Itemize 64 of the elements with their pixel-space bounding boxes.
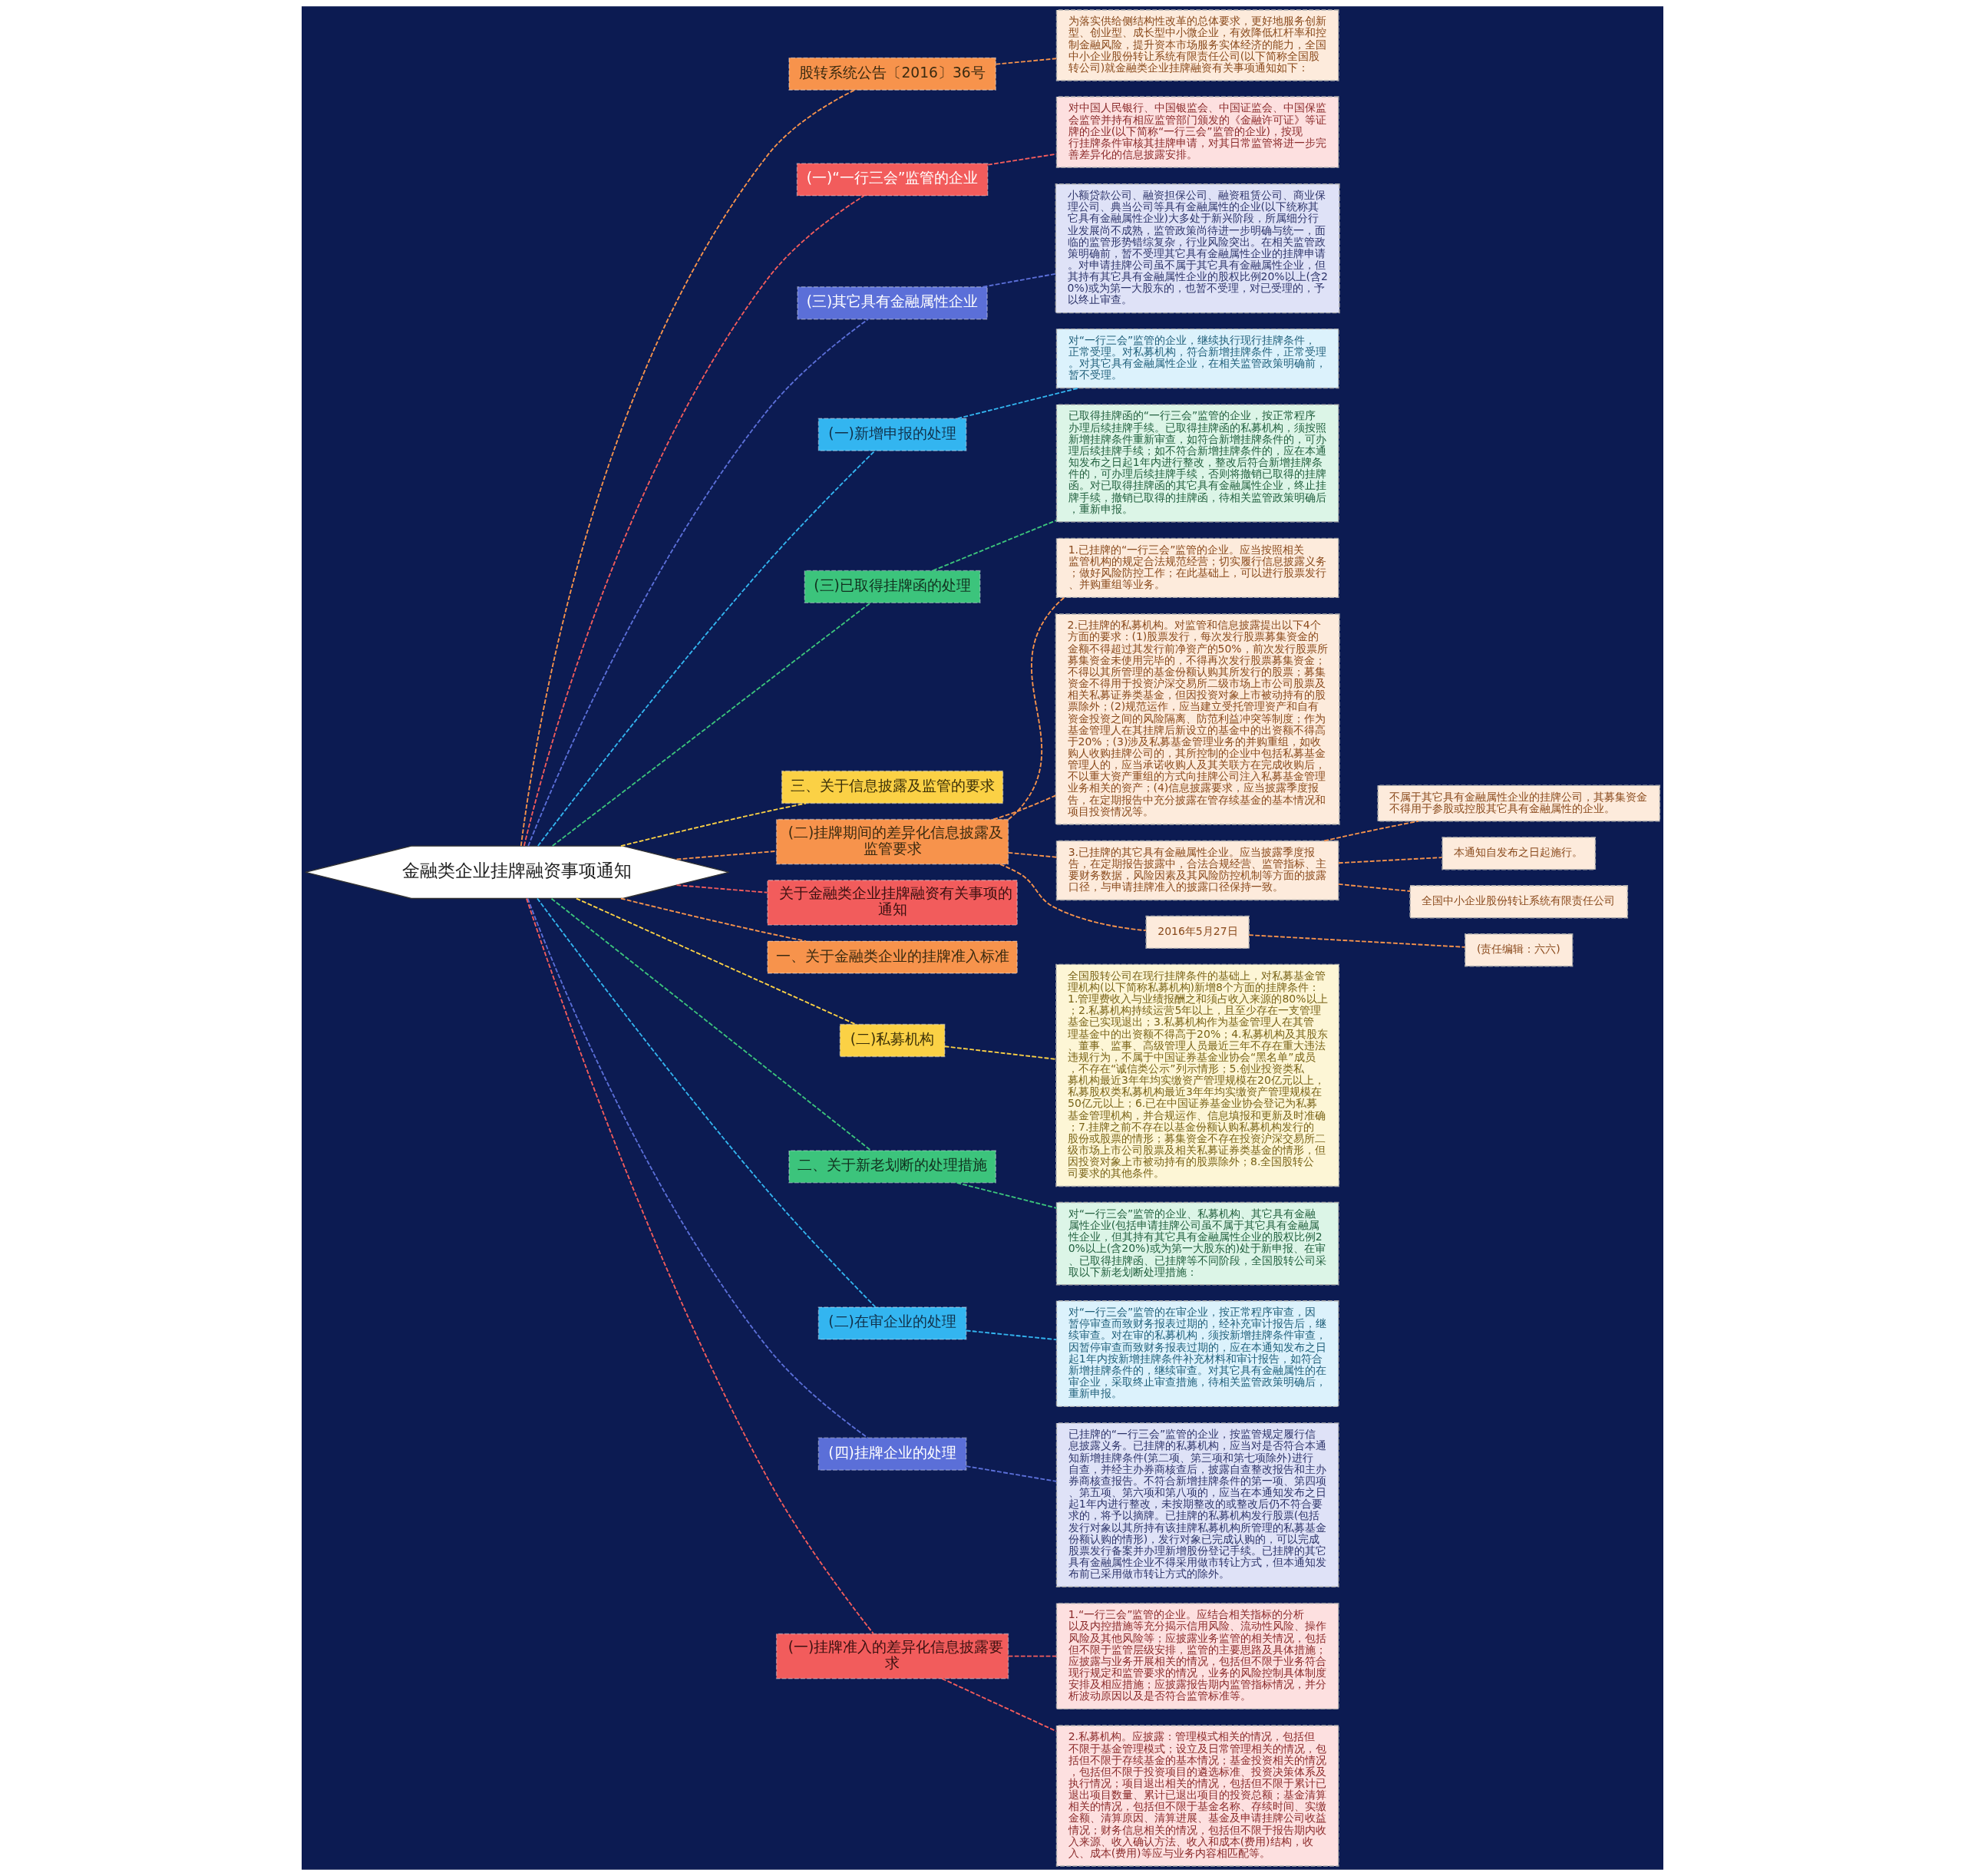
node-box: 对“一行三会”监管的企业、私募机构、其它具有金融属性企业(包括申请挂牌公司虽不属于其它具有金融属性企业，但其持有其它具有金融属性企业的股权比例20%以上(含20%)或为第一大股东的)处于新申报、在审、已取得挂牌函、已挂牌等不同阶段，全国股转公司采取以下新老划断处理措施：: [1055, 1201, 1339, 1286]
node-box: 全国中小企业股份转让系统有限责任公司: [1409, 885, 1629, 919]
connector: [527, 318, 870, 847]
node-box: 股转系统公告〔2016〕36号: [788, 57, 996, 91]
connector: [1337, 883, 1411, 892]
connector: [965, 1465, 1058, 1482]
connector: [932, 520, 1058, 572]
connector: [537, 897, 877, 1308]
node-box: 对中国人民银行、中国银监会、中国证监会、中国保监会监管并持有相应监管部门颁发的《金融许可证》等证牌的企业(以下简称“一行三会”监管的企业)，按现行挂牌条件审核其挂牌申请，对其日常监管将进一步完善差异化的信息披露安排。: [1055, 96, 1339, 168]
node-box: 对“一行三会”监管的在审企业，按正常程序审查，因暂停审查而致财务报表过期的，经补充审计报告后，继续审查。对在审的私募机构，须按新增挂牌条件审查，因暂停审查而致财务报表过期的，应在本通知发布之日起1年内按新增挂牌条件补充材料和审计报告，如符合新增挂牌条件的，继续审查。对其它具有金融属性的在审企业，采取终止审查措施，待相关监管政策明确后，重新申报。: [1055, 1300, 1339, 1408]
connector: [943, 1045, 1057, 1060]
connector: [956, 1181, 1058, 1209]
node-box: (二)在审企业的处理: [817, 1306, 967, 1340]
connector: [575, 897, 857, 1026]
node-box: 3.已挂牌的其它具有金融属性企业。应当披露季度报告，在定期报告披露中，合法合规经营、监管指标、主要财务数据，风险因素及其风险防控机制等方面的披露口径，与申请挂牌准入的披露口径保持一致。: [1055, 840, 1339, 901]
node-box: (二)挂牌期间的差异化信息披露及监管要求: [775, 818, 1009, 865]
connector: [1248, 934, 1466, 948]
connector: [537, 450, 876, 847]
node-box: 不属于其它具有金融属性企业的挂牌公司，其募集资金不得用于参股或控股其它具有金融属性的企业。: [1377, 784, 1661, 822]
connector: [527, 897, 869, 1438]
node-box: (一)“一行三会”监管的企业: [796, 163, 989, 197]
connector: [526, 897, 874, 1635]
node-box: 为落实供给侧结构性改革的总体要求，更好地服务创新型、创业型、成长型中小微企业，有效降低杠杆率和控制金融风险，提升资本市场服务实体经济的能力，全国中小企业股份转让系统有限责任公司(以下简称全国股转公司)就金融类企业挂牌融资有关事项通知如下：: [1055, 9, 1339, 81]
connector: [1007, 1655, 1058, 1657]
node-box: (一)新增申报的处理: [817, 418, 967, 451]
node-box: 关于金融类企业挂牌融资有关事项的通知: [767, 880, 1018, 926]
node-box: (二)私募机构: [839, 1023, 946, 1058]
node-box: 一、关于金融类企业的挂牌准入标准: [767, 940, 1018, 974]
node-box: (一)挂牌准入的差异化信息披露要求: [775, 1633, 1009, 1679]
connector: [550, 897, 872, 1151]
connector: [1337, 857, 1443, 864]
connector: [995, 58, 1058, 65]
connector: [523, 195, 865, 847]
connector: [1007, 596, 1065, 821]
connector: [520, 89, 856, 847]
connector: [620, 802, 807, 847]
connector: [941, 1677, 1058, 1732]
connector: [551, 602, 871, 847]
node-box: 已挂牌的“一行三会”监管的企业，按监管规定履行信息披露义务。已挂牌的私募机构，应当对是否符合本通知新增挂牌条件(第二项、第三项和第七项除外)进行自查，并经主办券商核查后，披露自查整改报告和主办券商核查报告。不符合新增挂牌条件的第一项、第四项、第五项、第六项和第八项的，应当在本通知发布之日起1年内进行整改，未按期整改的或整改后仍不符合要求的，将予以摘牌。已挂牌的私募机构发行股票(包括发行对象以其所持有该挂牌私募机构所管理的私募基金份额认购的情形)，发行对象已完成认购的，可以完成股票发行备案并办理新增股份登记手续。已挂牌的其它具有金融属性企业不得采用做市转让方式，但本通知发布前已采用做市转让方式的除外。: [1055, 1422, 1339, 1587]
node-box: 本通知自发布之日起施行。: [1442, 837, 1597, 870]
connector: [1323, 820, 1419, 842]
node-box: (四)挂牌企业的处理: [817, 1437, 967, 1471]
node-box: 小额贷款公司、融资担保公司、融资租赁公司、商业保理公司、典当公司等具有金融属性的企业(以下统称其它具有金融属性企业)大多处于新兴阶段，所属细分行业发展尚不成熟，监管政策尚待进一步明确与统一，面临的监管形势错综复杂，行业风险突出。在相关监管政策明确前，暂不受理其它具有金融属性企业的挂牌申请。对申请挂牌公司虽不属于其它具有金融属性企业，但其持有其它具有金融属性企业的股权比例20%以上(含20%)或为第一大股东的，也暂不受理，对已受理的，予以终止审查。: [1055, 183, 1340, 314]
connector: [999, 863, 1147, 932]
node-box: (三)其它具有金融属性企业: [797, 286, 988, 320]
node-box: 2.已挂牌的私募机构。对监管和信息披露提出以下4个方面的要求：(1)股票发行，每次发行股票募集资金的金额不得超过其发行前净资产的50%，前次发行股票所募集资金未使用完毕的，不得再次发行股票募集资金；不得以其所管理的基金份额认购其所发行的股票；募集资金不得用于投资沪深交易所二级市场上市公司股票及相关私募证券类基金，但因投资对象上市被动持有的股票除外；(2)规范运作，应当建立受托管理资产和自有资金投资之间的风险隔离、防范利益冲突等制度；作为基金管理人在其挂牌后新设立的基金中的出资额不得高于20%；(3)涉及私募基金管理业务的并购重组，如收购人收购挂牌公司的，其所控制的企业中包括私募基金管理人的，应当承诺收购人及其关联方在完成收购后，不以重大资产重组的方式向挂牌公司注入私募基金管理业务相关的资产；(4)信息披露要求，应当披露季度报告，在定期报告中充分披露在管存续基金的基本情况和项目投资情况等。: [1055, 613, 1340, 825]
node-box: 已取得挂牌函的“一行三会”监管的企业，按正常程序办理后续挂牌手续。已取得挂牌函的私募机构，须按照新增挂牌条件重新审查，如符合新增挂牌条件的，可办理后续挂牌手续；如不符合新增挂牌条件的，应在本通知发布之日起1年内进行整改，整改后符合新增挂牌条件的，可办理后续挂牌手续，否则将撤销已取得的挂牌函。对已取得挂牌函的其它具有金融属性企业，终止挂牌手续，撤销已取得的挂牌函，待相关监管政策明确后，重新申报。: [1055, 404, 1339, 523]
node-box: (责任编辑：六六): [1465, 933, 1574, 967]
connector: [982, 272, 1057, 288]
node-box: (三)已取得挂牌函的处理: [804, 570, 981, 604]
connector: [992, 794, 1057, 821]
node-box: 二、关于新老划断的处理措施: [788, 1150, 996, 1184]
connector: [956, 387, 1080, 420]
node-box: 1.“一行三会”监管的企业。应结合相关指标的分析以及内控措施等充分揭示信用风险、流动性风险、操作风险及其他风险等；应披露业务监管的相关情况，包括但不限于监管层级安排，监管的主要思路及具体措施；应披露与业务开展相关的情况，包括但不限于业务符合现行规定和监管要求的情况，业务的风险控制具体制度安排及相应措施；应披露报告期内监管指标情况，并分析波动原因以及是否符合监管标准等。: [1055, 1603, 1339, 1710]
connector: [965, 1329, 1058, 1341]
connector: [987, 153, 1058, 166]
node-box: 2016年5月27日: [1145, 915, 1250, 950]
node-box: 2.私募机构。应披露：管理模式相关的情况，包括但不限于基金管理模式；设立及日常管理相关的情况，包括但不限于存续基金的基本情况；基金投资相关的情况，包括但不限于投资项目的遴选标准、投资决策体系及执行情况；项目退出相关的情况，包括但不限于累计已退出项目数量、累计已退出项目的投资总额；基金清算相关的情况，包括但不限于基金名称、存续时间、实缴金额、清算原因、清算进展、基金及申请挂牌公司收益情况；财务信息相关的情况，包括但不限于报告期内收入来源、收入确认方法、收入和成本(费用)结构，收入、成本(费用)等应与业务内容相匹配等。: [1055, 1725, 1339, 1867]
node-box: 三、关于信息披露及监管的要求: [781, 770, 1004, 804]
node-box: 对“一行三会”监管的企业，继续执行现行挂牌条件，正常受理。对私募机构，符合新增挂牌条件，正常受理。对其它具有金融属性企业，在相关监管政策明确前，暂不受理。: [1055, 328, 1339, 389]
connector: [1007, 851, 1058, 858]
node-box: 1.已挂牌的“一行三会”监管的企业。应当按照相关监管机构的规定合法规范经营；切实履行信息披露义务；做好风险防控工作；在此基础上，可以进行股票发行、并购重组等业务。: [1055, 537, 1339, 599]
node-box: 全国股转公司在现行挂牌条件的基础上，对私募基金管理机构(以下简称私募机构)新增8个方面的挂牌条件：1.管理费收入与业绩报酬之和须占收入来源的80%以上；2.私募机构持续运营5年以上，且至少存在一支管理基金已实现退出；3.私募机构作为基金管理人在其管理基金中的出资额不得高于20%；4.私募机构及其股东、董事、监事、高级管理人员最近三年不存在重大违法违规行为，不属于中国证券基金业协会“黑名单”成员，不存在“诚信类公示”列示情形；5.创业投资类私募机构最近3年年均实缴资产管理规模在20亿元以上，私募股权类私募机构最近3年年均实缴资产管理规模在50亿元以上；6.已在中国证券基金业协会登记为私募基金管理机构，并合规运作、信息填报和更新及时准确；7.挂牌之前不存在以基金份额认购私募机构发行的股份或股票的情形；募集资金不存在投资沪深交易所二级市场上市公司股票及相关私募证券类基金的情形，但因投资对象上市被动持有的股票除外；8.全国股转公司要求的其他条件。: [1055, 963, 1340, 1187]
connector: [675, 884, 768, 893]
